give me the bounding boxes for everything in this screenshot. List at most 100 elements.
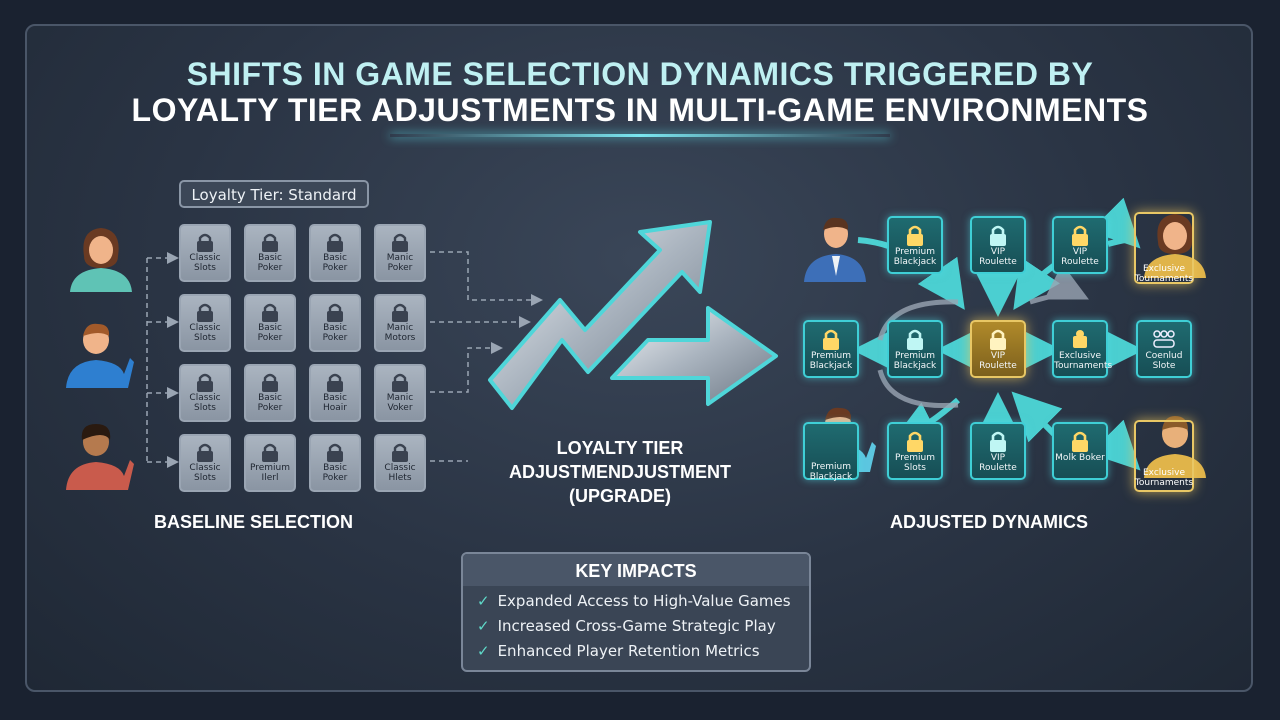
adjusted-game-tile[interactable]: VIP Roulette bbox=[970, 422, 1026, 480]
lock-icon bbox=[262, 443, 278, 462]
check-icon: ✓ bbox=[477, 592, 490, 610]
baseline-game-tile[interactable]: Basic Poker bbox=[309, 294, 361, 352]
baseline-connectors bbox=[146, 251, 543, 468]
adjusted-game-tile[interactable]: VIP Roulette bbox=[970, 216, 1026, 274]
baseline-section-label: BASELINE SELECTION bbox=[154, 512, 354, 532]
baseline-game-tile[interactable]: Classic Slots bbox=[179, 364, 231, 422]
lock-icon bbox=[262, 373, 278, 392]
game-label: Classic Slots bbox=[189, 323, 221, 343]
lock-icon bbox=[327, 303, 343, 322]
unlock-icon bbox=[907, 329, 923, 350]
impact-item: ✓ Enhanced Player Retention Metrics bbox=[477, 642, 760, 660]
lock-icon bbox=[392, 233, 408, 252]
lock-icon bbox=[1072, 431, 1088, 452]
baseline-game-tile[interactable]: Manic Voker bbox=[374, 364, 426, 422]
unlock-icon bbox=[990, 329, 1006, 350]
game-label: VIP Roulette bbox=[979, 351, 1017, 371]
game-label: Classic Hlets bbox=[384, 463, 416, 483]
exclusive-tile-label: Exclusive Tournaments bbox=[1134, 264, 1194, 284]
impact-text: Enhanced Player Retention Metrics bbox=[497, 642, 760, 660]
game-label: Coenlud Slote bbox=[1145, 351, 1183, 371]
lock-icon bbox=[823, 329, 839, 350]
adjusted-game-tile[interactable]: VIP Roulette bbox=[970, 320, 1026, 378]
impact-item: ✓Expanded Access to High-Value Games bbox=[477, 592, 791, 610]
lock-icon bbox=[907, 431, 923, 452]
game-label: Exclusive Tournaments bbox=[1054, 351, 1113, 371]
game-label: Basic Poker bbox=[257, 323, 283, 343]
player-avatar-icon bbox=[1144, 416, 1206, 478]
lock-icon bbox=[392, 373, 408, 392]
lock-icon bbox=[392, 443, 408, 462]
game-label: VIP Roulette bbox=[979, 453, 1017, 473]
lock-icon bbox=[197, 233, 213, 252]
impact-item: ✓Increased Cross-Game Strategic Play bbox=[477, 617, 776, 635]
baseline-game-tile[interactable]: Manic Motors bbox=[374, 294, 426, 352]
lock-icon bbox=[327, 233, 343, 252]
adjusted-game-tile[interactable]: Molk Boker bbox=[1052, 422, 1108, 480]
group-icon bbox=[1153, 330, 1175, 348]
title-line-1: SHIFTS IN GAME SELECTION DYNAMICS TRIGGE… bbox=[186, 56, 1094, 92]
baseline-game-tile[interactable]: Basic Poker bbox=[244, 364, 296, 422]
lock-icon bbox=[197, 443, 213, 462]
baseline-game-tile[interactable]: Classic Slots bbox=[179, 434, 231, 492]
game-label: Basic Hoair bbox=[323, 393, 347, 413]
game-label: VIP Roulette bbox=[1061, 247, 1099, 267]
key-impacts-panel: KEY IMPACTS ✓Expanded Access to High-Val… bbox=[461, 552, 811, 672]
lock-icon bbox=[327, 443, 343, 462]
tier-adjustment-label: LOYALTY TIER ADJUSTMENDJUSTMENT (UPGRADE… bbox=[470, 436, 770, 508]
key-impacts-heading: KEY IMPACTS bbox=[463, 554, 809, 586]
player-avatar-icon bbox=[66, 323, 134, 388]
adjusted-game-tile[interactable]: VIP Roulette bbox=[1052, 216, 1108, 274]
baseline-game-tile[interactable]: Basic Poker bbox=[309, 224, 361, 282]
game-label: Basic Poker bbox=[322, 253, 348, 273]
tier-adjustment-line: ADJUSTMENDJUSTMENT bbox=[508, 462, 731, 482]
title-underline bbox=[390, 134, 890, 137]
adjusted-game-tile[interactable]: Premium Slots bbox=[887, 422, 943, 480]
baseline-game-tile[interactable]: Classic Hlets bbox=[374, 434, 426, 492]
player-avatar-icon bbox=[1144, 214, 1206, 278]
baseline-game-tile[interactable]: Premium Ilerl bbox=[244, 434, 296, 492]
adjusted-game-tile[interactable]: Coenlud Slote bbox=[1136, 320, 1192, 378]
unlock-icon bbox=[990, 225, 1006, 246]
lock-icon bbox=[197, 373, 213, 392]
game-label: Basic Poker bbox=[322, 323, 348, 343]
baseline-game-tile[interactable]: Classic Slots bbox=[179, 224, 231, 282]
game-label: Manic Motors bbox=[384, 323, 416, 343]
game-label: Classic Slots bbox=[189, 253, 221, 273]
adjusted-section-label: ADJUSTED DYNAMICS bbox=[890, 512, 1089, 532]
lock-icon bbox=[262, 303, 278, 322]
cycle-arrows bbox=[877, 263, 1089, 409]
lock-icon bbox=[907, 225, 923, 246]
adjusted-game-tile[interactable]: Premium Blackjack bbox=[887, 320, 943, 378]
baseline-game-tile[interactable]: Basic Poker bbox=[309, 434, 361, 492]
game-label: Molk Boker bbox=[1055, 453, 1105, 463]
check-icon: ✓ bbox=[477, 617, 490, 635]
lock-icon bbox=[327, 373, 343, 392]
lock-icon bbox=[262, 233, 278, 252]
check-icon: ✓ bbox=[477, 642, 490, 660]
player-avatar-icon bbox=[66, 424, 134, 490]
adjusted-game-tile[interactable]: Premium Blackjack bbox=[803, 422, 859, 482]
title-line-2: LOYALTY TIER ADJUSTMENTS IN MULTI-GAME E… bbox=[131, 92, 1149, 128]
game-label: Premium Blackjack bbox=[893, 351, 937, 371]
adjusted-game-tile[interactable]: Exclusive Tournaments bbox=[1052, 320, 1113, 378]
upgrade-arrow-icon bbox=[488, 220, 778, 410]
game-label: Premium Slots bbox=[894, 453, 936, 473]
game-label: Premium Blackjack bbox=[893, 247, 937, 267]
game-label: Premium Ilerl bbox=[249, 463, 291, 483]
game-label: Premium Blackjack bbox=[809, 351, 853, 371]
baseline-game-tile[interactable]: Basic Poker bbox=[244, 224, 296, 282]
game-label: Basic Poker bbox=[322, 463, 348, 483]
adjusted-game-tile[interactable]: Premium Blackjack bbox=[887, 216, 943, 274]
tier-label: Loyalty Tier: Standard bbox=[179, 180, 369, 208]
adjusted-game-tile[interactable]: Premium Blackjack bbox=[803, 320, 859, 378]
game-label: Basic Poker bbox=[257, 253, 283, 273]
game-label: VIP Roulette bbox=[979, 247, 1017, 267]
trophy-icon bbox=[1073, 330, 1087, 348]
baseline-game-tile[interactable]: Manic Poker bbox=[374, 224, 426, 282]
baseline-game-tile[interactable]: Basic Poker bbox=[244, 294, 296, 352]
baseline-game-tile[interactable]: Basic Hoair bbox=[309, 364, 361, 422]
baseline-game-tile[interactable]: Classic Slots bbox=[179, 294, 231, 352]
tier-adjustment-line: LOYALTY TIER bbox=[556, 438, 684, 458]
